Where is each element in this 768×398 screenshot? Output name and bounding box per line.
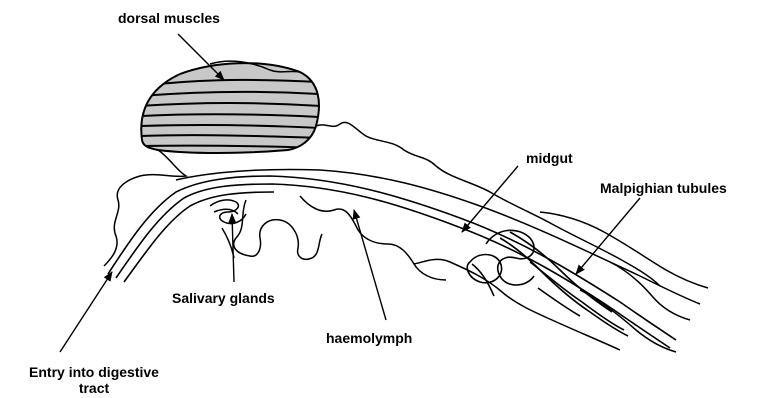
label-haemolymph: haemolymph — [326, 330, 412, 346]
label-entry-digestive-tract: Entry into digestive tract — [4, 364, 184, 396]
label-salivary-glands: Salivary glands — [172, 290, 275, 306]
label-entry-line2: tract — [4, 380, 184, 396]
arrow-salivary-glands — [232, 214, 234, 282]
label-entry-line1: Entry into digestive — [4, 364, 184, 380]
arrow-midgut — [462, 166, 518, 232]
label-malpighian-tubules: Malpighian tubules — [600, 180, 727, 196]
body-outline — [104, 122, 708, 352]
label-dorsal-muscles: dorsal muscles — [118, 10, 220, 26]
dorsal-muscle-block — [140, 61, 320, 153]
arrow-entry — [60, 272, 112, 352]
digestive-tract — [108, 176, 676, 348]
arrow-malpighian-tubules — [576, 198, 640, 274]
label-midgut: midgut — [526, 150, 573, 166]
arrow-haemolymph — [354, 210, 386, 320]
